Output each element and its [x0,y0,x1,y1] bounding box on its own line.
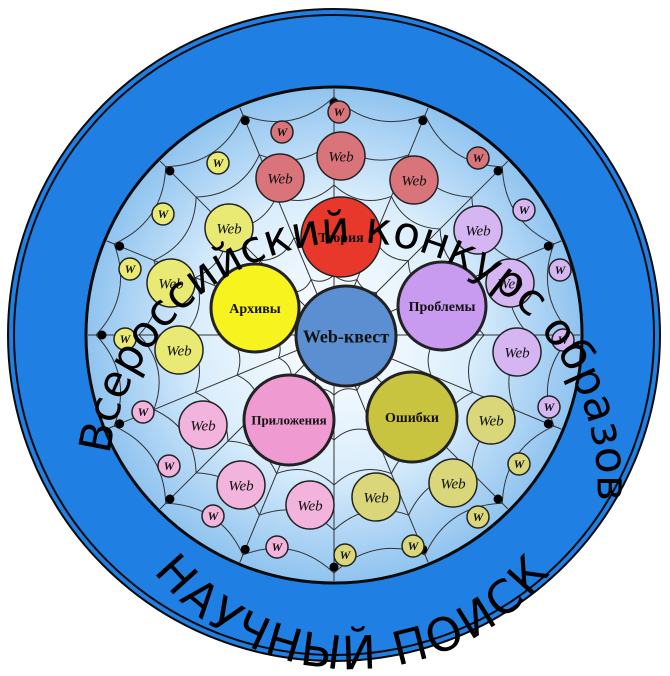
w-bubble-label: W [473,151,485,165]
w-bubble-label: W [164,459,176,473]
category-archives-label: Архивы [229,302,281,317]
web-dot [418,116,427,125]
w-bubble-label: W [158,207,170,221]
w-bubble-label: W [514,457,526,471]
category-problems-label: Проблемы [409,300,476,315]
web-bubble: Web [467,396,515,444]
w-bubble: W [334,544,356,566]
web-bubble-label: Web [328,149,354,165]
web-bubble-label: Web [228,478,254,494]
w-bubble-label: W [544,400,556,414]
category-errors: Ошибки [367,372,457,462]
center-webquest: Web-квест [296,286,396,386]
w-bubble: W [402,535,424,557]
w-bubble: W [119,258,141,280]
web-dot [241,545,250,554]
web-dot [494,166,503,175]
web-bubble-label: Web [166,343,192,359]
web-bubble: Web [429,459,477,507]
web-bubble: Web [390,156,438,204]
category-applications: Приложения [244,375,334,465]
w-bubble: W [266,536,288,558]
web-bubble-label: Web [297,498,323,514]
web-dot [544,242,553,251]
w-bubble-label: W [519,203,531,217]
web-bubble-label: Web [401,173,427,189]
web-dot [165,495,174,504]
w-bubble: W [549,259,571,281]
web-dot [98,331,107,340]
w-bubble-label: W [408,539,420,553]
category-errors-label: Ошибки [385,411,439,426]
web-bubble-label: Web [478,413,504,429]
w-bubble: W [508,453,530,475]
w-bubble-label: W [272,540,284,554]
w-bubble: W [328,101,350,123]
w-bubble: W [202,505,224,527]
web-bubble: Web [256,154,304,202]
web-bubble-label: Web [190,418,216,434]
web-dot [115,242,124,251]
web-dot [544,419,553,428]
web-bubble: Web [317,132,365,180]
w-bubble: W [467,506,489,528]
web-bubble: Web [352,473,400,521]
category-applications-label: Приложения [251,413,326,428]
w-bubble: W [513,199,535,221]
w-bubble-label: W [138,405,150,419]
web-bubble-label: Web [504,345,530,361]
w-bubble-label: W [340,548,352,562]
w-bubble: W [132,401,154,423]
w-bubble: W [207,152,229,174]
w-bubble: W [158,455,180,477]
w-bubble-label: W [208,509,220,523]
web-dot [241,116,250,125]
web-bubble-label: Web [363,490,389,506]
w-bubble: W [152,203,174,225]
web-bubble-label: Web [267,171,293,187]
web-bubble-label: Web [440,476,466,492]
web-dot [494,495,503,504]
w-bubble: W [467,147,489,169]
w-bubble: W [271,121,293,143]
w-bubble-label: W [277,125,289,139]
web-bubble: Web [217,461,265,509]
w-bubble-label: W [334,105,346,119]
w-bubble-label: W [555,263,567,277]
web-dot [165,166,174,175]
w-bubble-label: W [125,262,137,276]
web-bubble: Web [286,481,334,529]
web-dot [330,563,339,572]
center-webquest-label: Web-квест [303,326,389,346]
web-bubble: Web [179,401,227,449]
w-bubble: W [538,396,560,418]
w-bubble-label: W [473,510,485,524]
w-bubble-label: W [213,156,225,170]
